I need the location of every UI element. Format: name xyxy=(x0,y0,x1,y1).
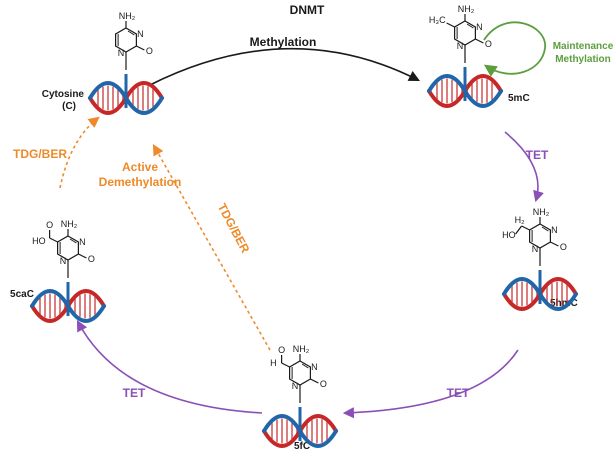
atom-label: N xyxy=(60,256,67,266)
atom-label: O xyxy=(485,39,492,49)
atom-label: NH₂ xyxy=(293,344,310,354)
methyl-bond xyxy=(446,22,455,28)
5fc-label: 5fC xyxy=(294,441,310,452)
atom-label: N xyxy=(532,244,539,254)
double-bond xyxy=(301,363,309,369)
atom-label: H₂ xyxy=(515,215,525,225)
atom-label: N xyxy=(118,48,125,58)
active-demethylation-line1: Active xyxy=(122,160,158,174)
atom-label: O xyxy=(278,345,285,355)
tet-label-bottom-right: TET xyxy=(447,386,470,400)
atom-label: N xyxy=(79,237,86,247)
atom-label: N xyxy=(311,362,318,372)
carbonyl-bond xyxy=(136,45,145,51)
double-bond xyxy=(541,226,549,232)
tet-arrow-5mc-to-5hmc xyxy=(504,131,544,203)
tet-label-bottom-left: TET xyxy=(123,386,146,400)
atom-label: N xyxy=(457,41,464,51)
atom-label: O xyxy=(560,242,567,252)
tet-arrow-5hmc-to-5fc xyxy=(342,349,519,419)
carbonyl-bond xyxy=(310,378,319,384)
atom-label: O xyxy=(146,46,153,56)
carbonyl-bond xyxy=(550,241,559,247)
atom-label: N xyxy=(137,29,144,39)
atom-label: O xyxy=(88,254,95,264)
tdg-ber-arrow-5cac-to-c xyxy=(59,116,100,189)
active-demethylation-line2: Demethylation xyxy=(99,175,182,189)
dnmt-label: DNMT xyxy=(290,3,325,17)
cytosine-label-line2: (C) xyxy=(62,101,76,112)
double-bond xyxy=(127,30,135,36)
atom-label: NH₂ xyxy=(533,207,550,217)
tet-label-right: TET xyxy=(526,148,549,162)
tet-arrow-5fc-to-5cac xyxy=(76,320,263,414)
atom-label: HO xyxy=(32,236,46,246)
5mc-label: 5mC xyxy=(508,93,530,104)
double-bond xyxy=(466,23,474,29)
tdg-ber-label-diagonal: TDG/BER xyxy=(215,201,253,256)
maintenance-label-line2: Methylation xyxy=(555,54,611,65)
methylation-arrow xyxy=(149,47,420,86)
maintenance-label-line1: Maintenance xyxy=(553,41,614,52)
tdg-ber-label-left: TDG/BER xyxy=(13,147,67,161)
5hmc-label: 5hmC xyxy=(550,298,578,309)
atom-label: N xyxy=(292,381,299,391)
atom-label: NH₂ xyxy=(458,4,475,14)
5cac-label: 5caC xyxy=(10,289,34,300)
atom-label: NH₂ xyxy=(119,11,136,21)
atom-label: H₃C xyxy=(429,15,446,25)
atom-label: N xyxy=(476,22,483,32)
atom-label: NH₂ xyxy=(61,219,78,229)
atom-label: H xyxy=(270,358,277,368)
hydroxymethyl-bond xyxy=(515,225,523,235)
carbonyl-bond xyxy=(475,38,484,44)
atom-label: HO xyxy=(502,230,516,240)
atom-label: O xyxy=(46,220,53,230)
atom-label: O xyxy=(320,379,327,389)
double-bond xyxy=(69,238,77,244)
methylation-label: Methylation xyxy=(250,35,317,49)
maintenance-methylation-arrow xyxy=(483,21,546,77)
carbonyl-bond xyxy=(78,253,87,259)
atom-label: N xyxy=(551,225,558,235)
carboxyl-bond xyxy=(49,237,58,243)
cytosine-label-line1: Cytosine xyxy=(42,89,85,100)
formyl-bond xyxy=(281,362,290,368)
hydroxymethyl-bond xyxy=(521,225,530,231)
